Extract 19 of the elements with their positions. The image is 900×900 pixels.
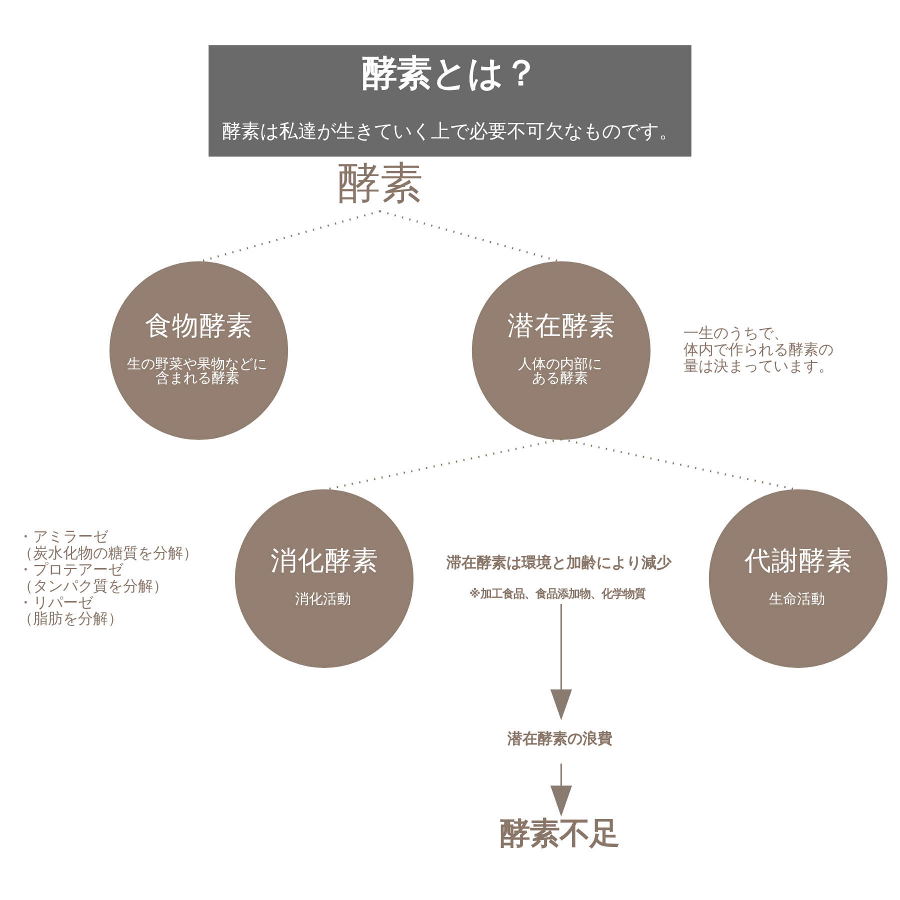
node-circle: 消化酵素 消化活動 [234, 489, 414, 668]
node-label: 一生のうちで、体内で作られる酵素の量は決まっています。 [683, 324, 834, 375]
node-label: （タンパク質を分解） [18, 576, 168, 595]
node-label: ・アミラーゼ [18, 527, 108, 546]
node-circle: 代謝酵素 生命活動 [708, 489, 888, 668]
node-label: （炭水化物の糖質を分解） [18, 544, 198, 562]
node-circle: 食物酵素 生の野菜や果物などに含まれる酵素 [109, 261, 288, 440]
arrow [550, 604, 572, 720]
node-text: 酵素不足 [500, 816, 620, 852]
node-label: （脂肪を分解） [18, 610, 124, 628]
node-label: ・プロテアーゼ [18, 560, 124, 578]
arrow [550, 764, 572, 817]
node-circle: 潜在酵素 人体の内部にある酵素 [472, 261, 651, 440]
diagram-title: 酵素とは？ [361, 52, 538, 94]
node-text: 酵素 [336, 158, 423, 208]
node-label: ・リパーゼ [18, 593, 94, 612]
caption: 酵素は私達が生きていく上で必要不可欠なものです。 [222, 120, 678, 143]
node-text: 滞在酵素は環境と加齢により減少 ※加工食品、食品添加物、化学物質 [446, 553, 672, 600]
node-text: 潜在酵素の浪費 [507, 729, 612, 748]
